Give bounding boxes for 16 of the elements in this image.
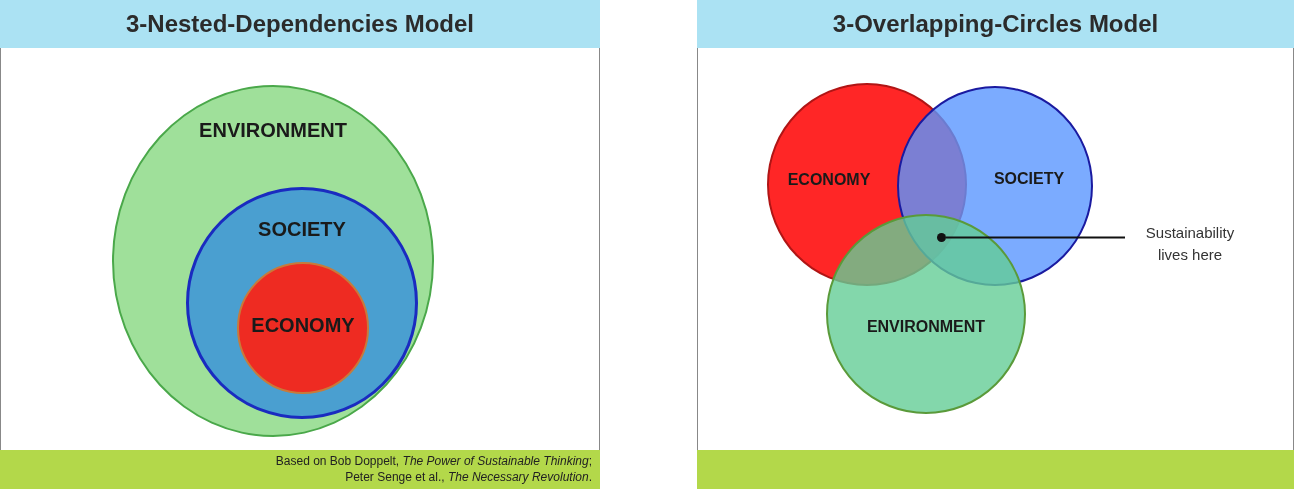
leader-dot [937, 233, 946, 242]
title-text: 3-Nested-Dependencies Model [125, 10, 475, 38]
title-banner [0, 0, 600, 48]
title-banner [697, 0, 1294, 48]
circle-label: ECONOMY [251, 314, 355, 338]
circle-label: ECONOMY [787, 171, 871, 190]
circle-label: ENVIRONMENT [199, 119, 347, 143]
footer-banner [697, 450, 1294, 489]
callout-text: Sustainability lives here [1135, 222, 1245, 268]
circle-label: SOCIETY [993, 170, 1065, 189]
footer-banner [0, 450, 600, 489]
circle-label: ENVIRONMENT [866, 318, 986, 337]
leader-line [945, 236, 1126, 239]
title-text: 3-Overlapping-Circles Model [832, 10, 1159, 38]
circle-label: SOCIETY [258, 218, 346, 242]
citation-text: Based on Bob Doppelt, The Power of Sustainable Thinking; Peter Senge et al., The Necessary Revolution. [274, 453, 592, 486]
